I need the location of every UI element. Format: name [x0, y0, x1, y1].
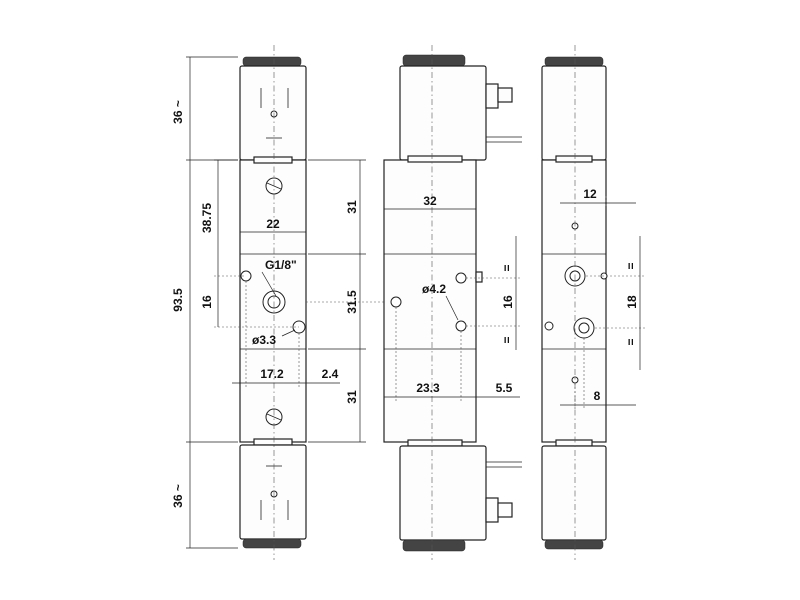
- front-top-collar: [253, 156, 293, 164]
- side-bottom-connector: [485, 497, 499, 523]
- side-port-bottom: [455, 320, 467, 332]
- side-bottom-collar: [407, 439, 463, 447]
- dim-end-offset-top: 12: [583, 187, 597, 201]
- dim-side-offset-a: 23.3: [416, 381, 440, 395]
- equal-mark-end-top: =: [624, 262, 638, 269]
- side-port-top: [455, 272, 467, 284]
- side-top-coil: [399, 65, 487, 161]
- side-port-stub: [475, 271, 483, 283]
- dim-port-pitch-left: 16: [200, 295, 214, 309]
- label-port-thread: G1/8": [265, 258, 297, 272]
- side-top-pin: [497, 87, 513, 103]
- end-top-coil: [541, 65, 607, 161]
- front-bottom-collar: [253, 438, 293, 446]
- end-view: 12 18 = = 8: [541, 45, 646, 560]
- side-top-knurl: [402, 54, 466, 67]
- equal-mark-end-bottom: =: [624, 338, 638, 345]
- end-bottom-knurl: [544, 539, 604, 550]
- dim-coil-bottom: 36 ~: [171, 484, 185, 508]
- side-view: 32 ø4.2 16 = = 23.3 5.5: [383, 45, 522, 560]
- dim-section-bottom: 31: [345, 390, 359, 404]
- end-mount-hole: [544, 321, 554, 331]
- front-valve-body: [239, 159, 307, 443]
- end-small-hole-bottom: [571, 376, 579, 384]
- end-bottom-collar: [555, 439, 593, 447]
- dim-section-top: 31: [345, 200, 359, 214]
- dim-end-offset-bottom: 8: [594, 389, 601, 403]
- front-view: 36 ~ 93.5 36 ~ 38.75 16 22 G1/8" ø3.3 17…: [171, 45, 392, 560]
- dim-section-mid: 31.5: [345, 290, 359, 314]
- label-mount-hole-small: ø3.3: [252, 333, 276, 347]
- end-top-knurl: [544, 56, 604, 67]
- dim-body-width: 22: [266, 217, 280, 231]
- dim-head-height: 38.75: [200, 203, 214, 233]
- side-bottom-pin: [497, 502, 513, 518]
- dim-overall-length: 93.5: [171, 288, 185, 312]
- dim-coil-top: 36 ~: [171, 100, 185, 124]
- equal-mark-side-bottom: =: [500, 336, 514, 343]
- front-top-knurl: [242, 56, 302, 67]
- side-top-collar: [407, 155, 463, 163]
- end-valve-body: [541, 159, 607, 443]
- dim-end-port-pitch: 18: [625, 295, 639, 309]
- equal-mark-side-top: =: [500, 264, 514, 271]
- end-bottom-coil: [541, 445, 607, 541]
- side-bottom-coil: [399, 445, 487, 541]
- dim-side-offset-b: 5.5: [496, 381, 513, 395]
- side-top-connector: [485, 83, 499, 109]
- dim-offset-a: 17.2: [260, 367, 284, 381]
- end-top-collar: [555, 155, 593, 163]
- side-bottom-knurl: [402, 539, 466, 552]
- dim-offset-b: 2.4: [322, 367, 339, 381]
- side-mount-hole: [390, 296, 402, 308]
- front-bottom-knurl: [242, 538, 302, 549]
- dim-side-width: 32: [423, 194, 437, 208]
- end-port-bottom-inner: [578, 322, 590, 334]
- dim-port-pitch-side: 16: [501, 295, 515, 309]
- label-mount-hole-large: ø4.2: [422, 282, 446, 296]
